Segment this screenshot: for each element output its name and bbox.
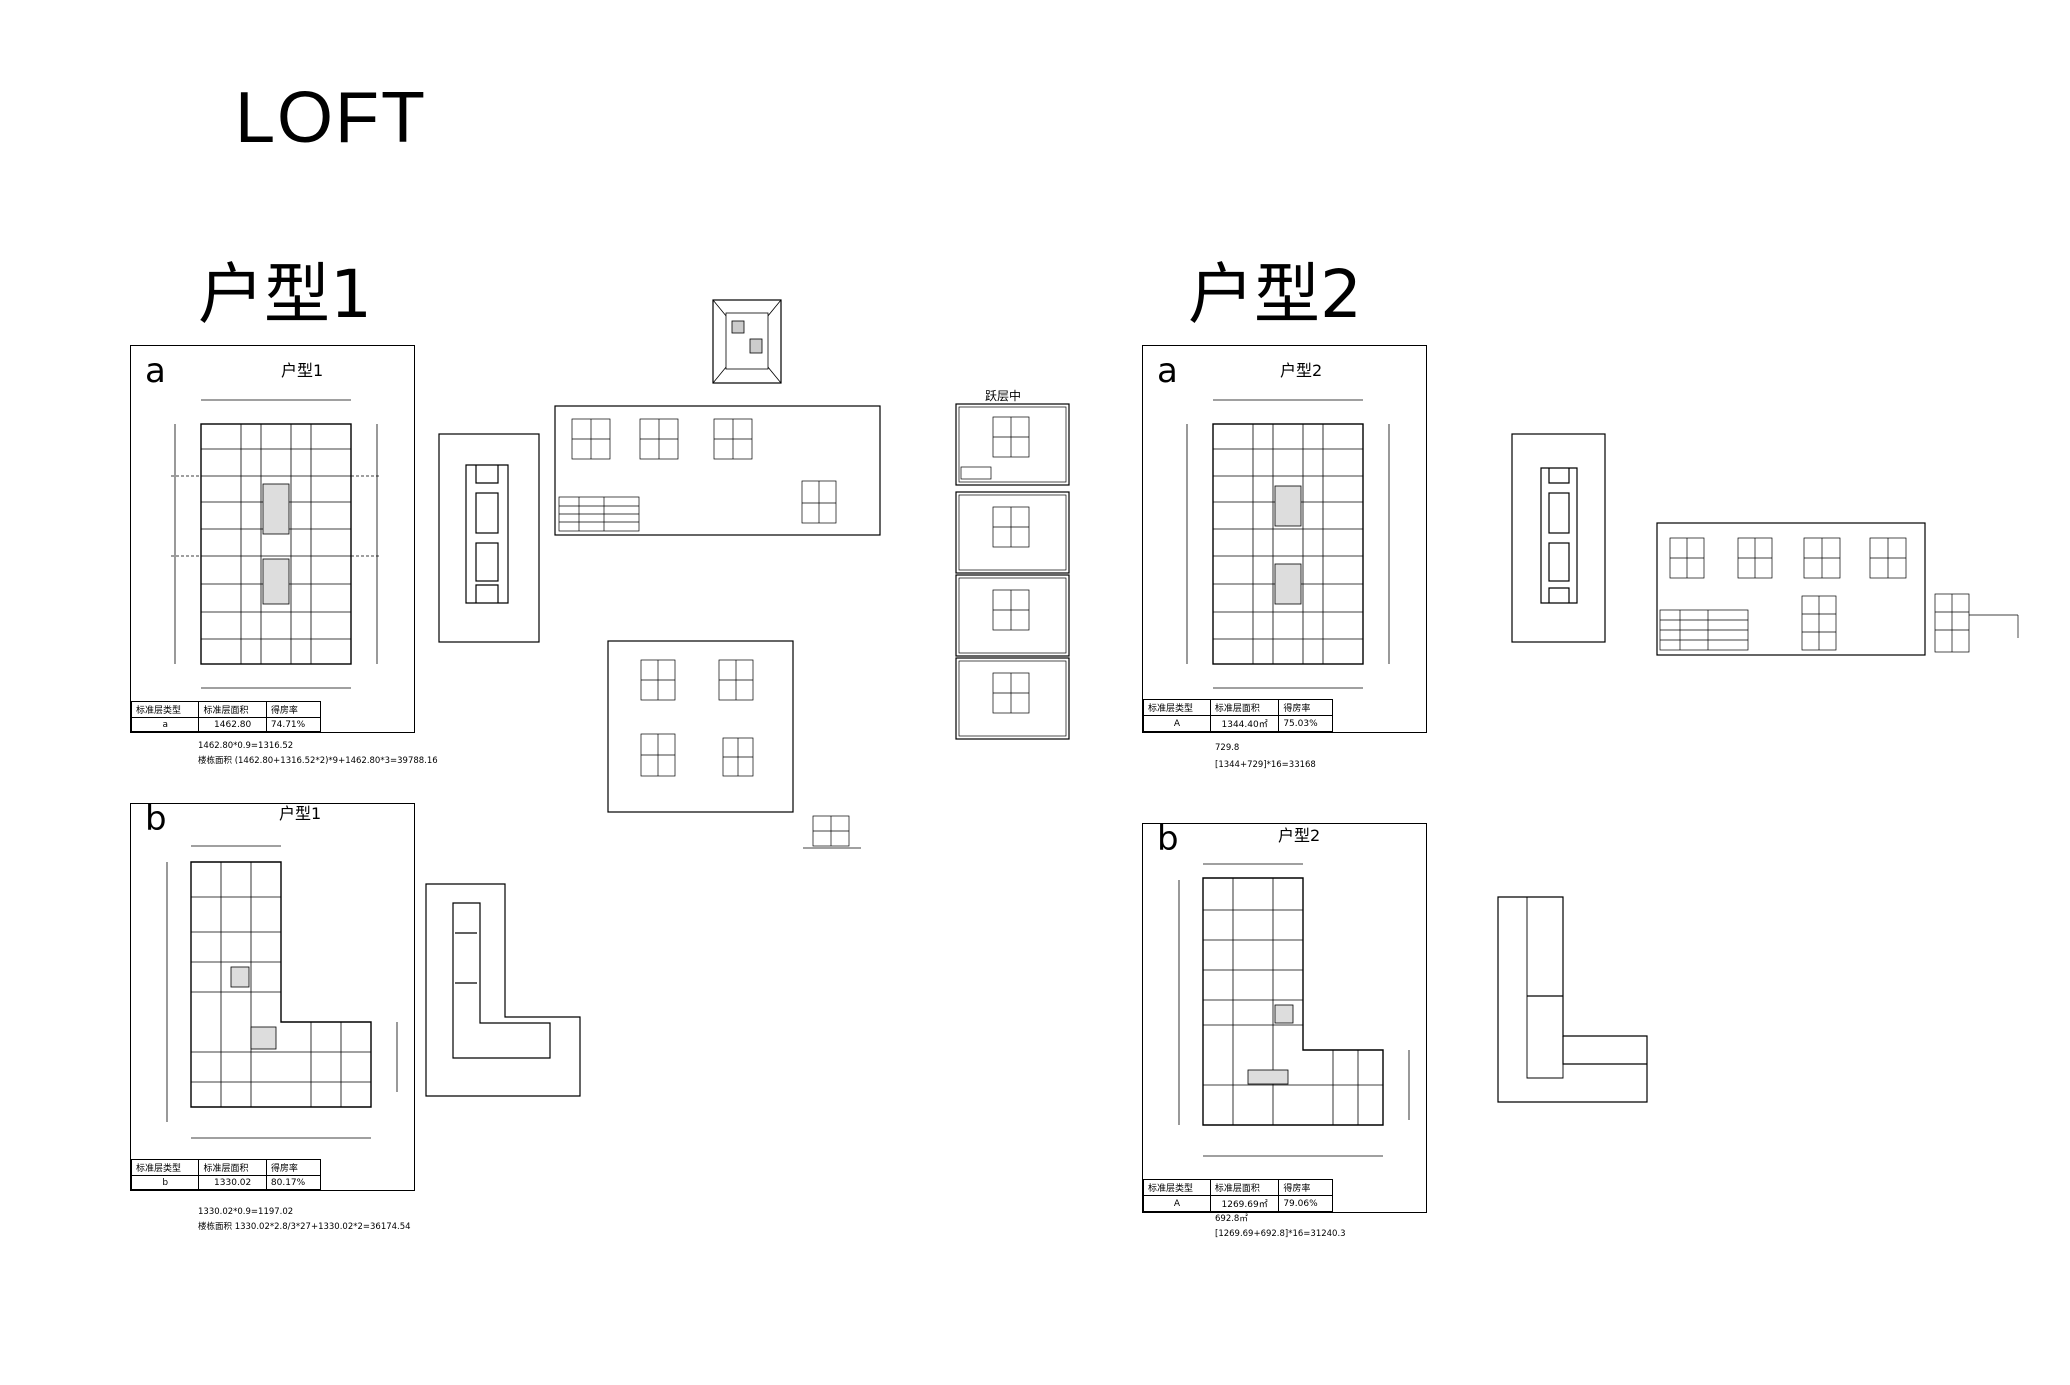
- stats-value: A: [1143, 715, 1211, 732]
- stats-table: 标准层类型 标准层面积 得房率 A 1269.69㎡ 79.06%: [1143, 1179, 1333, 1212]
- stats-value: a: [130, 717, 200, 732]
- area-note: [1344+729]*16=33168: [1215, 760, 1316, 770]
- stats-header: 标准层面积: [1209, 699, 1280, 716]
- building-outline-1a: [438, 433, 540, 643]
- floorplan-sheet-1a: a 户型1 标准层类型 标准层面积 得房率 a 1462.: [130, 345, 415, 733]
- stats-value: b: [130, 1175, 200, 1190]
- area-note: 楼栋面积 (1462.80+1316.52*2)*9+1462.80*3=397…: [198, 756, 438, 766]
- stats-header: 标准层面积: [1209, 1179, 1280, 1196]
- floor-plan-drawing: [166, 845, 398, 1139]
- area-note: 楼栋面积 1330.02*2.8/3*27+1330.02*2=36174.54: [198, 1222, 411, 1232]
- stats-value: 75.03%: [1278, 715, 1333, 732]
- sheet-title: 户型1: [281, 361, 324, 380]
- stats-header: 标准层类型: [1143, 699, 1211, 716]
- floor-plan-drawing: [171, 399, 381, 689]
- stats-value: A: [1143, 1195, 1211, 1212]
- stats-header: 得房率: [1278, 1179, 1333, 1196]
- stats-value: 1462.80: [198, 717, 267, 732]
- floor-plan-drawing: [1186, 399, 1390, 689]
- loft-floor-sheets: [955, 403, 1070, 740]
- sheet-title: 户型1: [279, 804, 322, 823]
- area-note: 1462.80*0.9=1316.52: [198, 741, 294, 751]
- stats-value: 1269.69㎡: [1209, 1195, 1280, 1212]
- area-note: [1269.69+692.8]*16=31240.3: [1215, 1229, 1346, 1239]
- stats-table: 标准层类型 标准层面积 得房率 A 1344.40㎡ 75.03%: [1143, 699, 1333, 732]
- floor-plan-drawing: [1178, 863, 1410, 1157]
- site-thumbnail: [712, 299, 782, 384]
- stats-value: 79.06%: [1278, 1195, 1333, 1212]
- unit-detail-thumbnail: [1934, 593, 2019, 653]
- floorplan-sheet-1b: b 户型1 标准层类型 标准层面积 得房率 b 1330.02 80.17%: [130, 799, 415, 1191]
- stats-header: 标准层面积: [198, 701, 267, 718]
- area-note: 1330.02*0.9=1197.02: [198, 1207, 294, 1217]
- group-heading-2: 户型2: [1188, 256, 1362, 333]
- stats-header: 标准层类型: [130, 701, 200, 718]
- sheet-letter: b: [145, 799, 167, 839]
- sheet-letter: b: [1157, 819, 1179, 859]
- floorplan-sheet-2a: a 户型2 标准层类型 标准层面积 得房率 A 1344.40㎡ 75.0: [1142, 345, 1427, 733]
- area-note: 692.8㎡: [1215, 1214, 1248, 1224]
- building-outline-2a: [1511, 433, 1606, 643]
- sheet-letter: a: [145, 351, 166, 391]
- stats-table: 标准层类型 标准层面积 得房率 b 1330.02 80.17%: [130, 1159, 322, 1190]
- building-outline-1b: [425, 883, 581, 1097]
- group-heading-1: 户型1: [198, 256, 372, 333]
- stats-header: 标准层类型: [1143, 1179, 1211, 1196]
- stats-value: 1344.40㎡: [1209, 715, 1280, 732]
- stats-value: 80.17%: [265, 1175, 322, 1190]
- floorplan-sheet-2b: b 户型2 标准层类型 标准层面积 得房率 A 1269.69㎡ 79.0: [1142, 819, 1427, 1213]
- sheet-title: 户型2: [1280, 361, 1323, 380]
- unit-plans-sheet-2: [607, 640, 794, 813]
- stats-header: 得房率: [1278, 699, 1333, 716]
- stats-table: 标准层类型 标准层面积 得房率 a 1462.80 74.71%: [130, 701, 322, 732]
- unit-plans-sheet-3: [1656, 522, 1926, 656]
- stats-header: 得房率: [265, 1159, 322, 1176]
- stats-value: 1330.02: [198, 1175, 267, 1190]
- unit-plans-sheet-1: [554, 405, 881, 536]
- loft-stack-title: 跃层中: [985, 389, 1022, 403]
- stats-header: 标准层类型: [130, 1159, 200, 1176]
- building-outline-2b: [1497, 896, 1648, 1103]
- sheet-letter: a: [1157, 351, 1178, 391]
- stats-value: 74.71%: [265, 717, 322, 732]
- sheet-title: 户型2: [1278, 826, 1321, 845]
- area-note: 729.8: [1215, 743, 1240, 753]
- stats-header: 标准层面积: [198, 1159, 267, 1176]
- page-title: LOFT: [235, 78, 428, 158]
- unit-detail-thumbnail: [803, 815, 861, 849]
- stats-header: 得房率: [265, 701, 322, 718]
